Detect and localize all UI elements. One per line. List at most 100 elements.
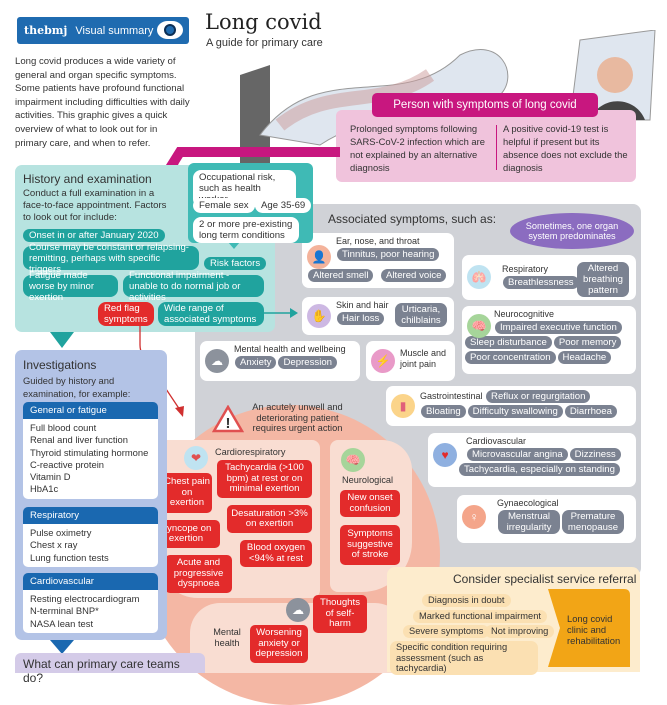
popup-pointer [228, 242, 240, 249]
section-title: Cardiovascular [23, 573, 158, 590]
symptom-pill: Diarrhoea [564, 405, 617, 418]
symptom-pill: Dizziness [569, 448, 621, 461]
warning-icon: ! [212, 405, 244, 433]
brain-icon: 🧠 [341, 448, 365, 472]
referral-criterion: Specific condition requiring assessment … [390, 641, 538, 675]
symptom-pill: Impaired executive function [495, 321, 622, 334]
heart-icon: ♥ [433, 443, 457, 467]
uterus-icon: ♀ [462, 505, 486, 529]
person-definition: Prolonged symptoms following SARS-CoV-2 … [350, 123, 485, 173]
page-title: Long covid [205, 10, 322, 34]
visual-summary-label: Visual summary [75, 24, 154, 37]
card-title: Ear, nose, and throat [336, 236, 420, 246]
risk-factors-label: Risk factors [204, 257, 267, 270]
symptom-pill: Sleep disturbance [465, 336, 552, 349]
test-item: Pulse oximetry [30, 527, 92, 538]
test-item: Lung function tests [30, 551, 109, 563]
wide-range-symptoms: Wide range of associated symptoms [158, 302, 264, 326]
card-title: Cardiovascular [466, 436, 527, 446]
factor-fatigue: Fatigue made worse by minor exertion [23, 270, 118, 303]
symptom-pill: Tachycardia, especially on standing [459, 463, 620, 476]
cardio-icon: ❤ [184, 446, 208, 470]
bottom-title: What can primary care teams do? [23, 657, 180, 685]
test-item: NASA lean test [30, 617, 94, 629]
test-item: Full blood count [30, 422, 97, 433]
red-flag-self-harm: Thoughts of self-harm [313, 595, 367, 633]
red-flag-desaturation: Desaturation >3% on exertion [227, 505, 312, 533]
symptom-pill: Poor memory [553, 336, 622, 349]
red-flag-symptoms: Red flag symptoms [98, 302, 154, 326]
symptom-pill: Tinnitus, poor hearing [337, 248, 440, 261]
person-test-note: A positive covid-19 test is helpful if p… [503, 123, 628, 173]
arrow-to-associated [263, 308, 298, 318]
card-title: Respiratory [502, 264, 549, 274]
symptom-pill: Reflux or regurgitation [486, 390, 591, 403]
symptom-pill: Breathlessness [503, 276, 579, 289]
organ-note: Sometimes, one organ system predominates [510, 213, 634, 249]
symptom-pill: Altered breathing pattern [577, 262, 629, 297]
clinic-chevron [548, 589, 630, 667]
red-flag-tachycardia: Tachycardia (>100 bpm) at rest or on min… [217, 460, 312, 498]
urgent-warning: An acutely unwell and deteriorating pati… [252, 402, 343, 433]
symptom-pill: Premature menopause [562, 510, 624, 534]
bmj-logo: thebmj Visual summary [17, 17, 189, 44]
head-icon: 👤 [307, 245, 331, 269]
skin-icon: ✋ [307, 304, 331, 328]
symptom-pill: Altered voice [381, 269, 447, 282]
investigations-text: Guided by history and examination, for e… [23, 375, 131, 399]
test-item: Chest x ray [30, 539, 78, 551]
card-title: Gastrointestinal [420, 391, 483, 401]
lungs-icon: 🫁 [467, 265, 491, 289]
card-title: Muscle and joint pain [400, 348, 447, 369]
page-subtitle: A guide for primary care [206, 37, 323, 49]
test-item: HbA1c [30, 483, 59, 495]
history-text: Conduct a full examination in a face-to-… [23, 188, 167, 223]
referral-criterion: Marked functional impairment [413, 610, 547, 623]
investigations-title: Investigations [23, 358, 97, 372]
arrow-down-blue [50, 640, 74, 654]
investigation-cardiovascular: Cardiovascular Resting electrocardiogram… [23, 573, 158, 633]
referral-title: Consider specialist service referral [453, 572, 637, 586]
symptom-pill: Urticaria, chilblains [395, 303, 447, 327]
card-muscle: ⚡Muscle and joint pain [366, 341, 455, 381]
test-item: Vitamin D [30, 471, 71, 483]
risk-age: Age 35-69 [255, 198, 312, 213]
red-flag-confusion: New onset confusion [340, 490, 400, 517]
test-item: Thyroid stimulating hormone [30, 446, 149, 458]
cloud-icon: ☁ [286, 598, 310, 622]
symptom-pill: Menstrual irregularity [498, 510, 560, 534]
person-panel [336, 110, 636, 182]
symptom-pill: Hair loss [337, 312, 385, 325]
symptom-pill: Headache [557, 351, 612, 364]
history-title: History and examination [23, 172, 152, 186]
factor-onset: Onset in or after January 2020 [23, 229, 165, 242]
red-flag-blood-oxygen: Blood oxygen <94% at rest [240, 540, 312, 567]
person-title: Person with symptoms of long covid [372, 93, 598, 117]
joint-icon: ⚡ [371, 349, 395, 373]
red-flag-worsening-anxiety: Worsening anxiety or depression [250, 625, 308, 663]
neurological-title: Neurological [342, 475, 394, 485]
symptom-pill: Depression [278, 356, 337, 369]
symptom-pill: Bloating [421, 405, 466, 418]
brand: thebmj [24, 24, 68, 37]
intro-text: Long covid produces a wide variety of ge… [15, 56, 190, 149]
symptom-pill: Difficulty swallowing [467, 405, 563, 418]
red-flag-stroke: Symptoms suggestive of stroke [340, 525, 400, 565]
eye-icon [157, 21, 183, 39]
risk-conditions: 2 or more pre-existing long term conditi… [193, 217, 299, 243]
symptom-pill: Poor concentration [465, 351, 556, 364]
card-title: Gynaecological [497, 498, 559, 508]
factor-course: Course may be constant or relapsing-remi… [23, 242, 199, 275]
card-gastrointestinal: ▮Gastrointestinal Reflux or regurgitatio… [386, 386, 636, 426]
svg-text:!: ! [226, 415, 231, 432]
test-item: N-terminal BNP* [30, 605, 99, 617]
section-title: Respiratory [23, 507, 158, 524]
cloud-icon: ☁ [205, 349, 229, 373]
red-flag-chest-pain: Chest pain on exertion [162, 473, 212, 513]
